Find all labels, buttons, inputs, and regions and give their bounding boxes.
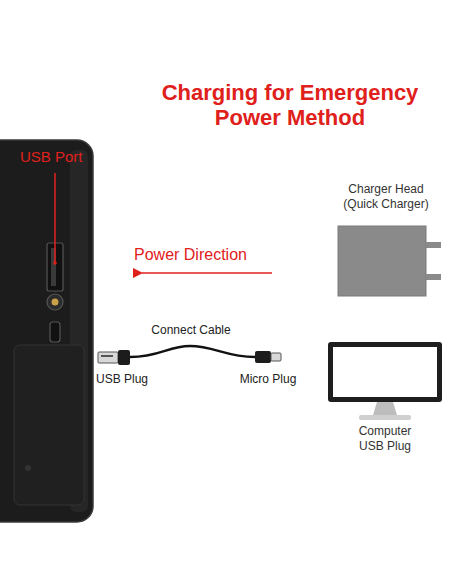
leader-dot [53,261,57,265]
charger-body [338,226,426,296]
micro-plug-metal [271,353,281,361]
monitor-screen [333,347,437,397]
part-label: USB Port [20,148,83,165]
power-bank-body [0,140,93,522]
monitor-frame [328,342,442,402]
charger-node: Charger Head (Quick Charger) [325,182,447,300]
power-direction-arrow [142,272,272,274]
part-label: USB Plug [96,372,148,386]
leader-line [54,173,56,262]
power-button-light [52,299,59,306]
monitor-base [359,415,411,420]
power-bank-cover [14,345,84,505]
part-label: Connect Cable [151,323,230,337]
node-illustration [325,212,447,300]
micro-plug-body [255,351,271,363]
cable [130,346,255,357]
usb-plug-body [118,350,130,365]
part-label: Micro Plug [240,372,297,386]
power-button [47,294,63,310]
title: Charging for Emergency Power Method [145,80,435,130]
power-bank-mark [25,465,31,471]
node-label: Computer USB Plug [348,424,423,454]
node-label: Charger Head (Quick Charger) [339,182,434,212]
charger-prong [426,274,441,280]
monitor-neck [373,402,397,415]
charger-prong [426,242,441,248]
usb-plug-slot [101,355,113,357]
micro-port [50,322,60,342]
usb-plug-metal [98,352,118,363]
node-illustration [323,340,447,424]
direction-label: Power Direction [134,246,247,264]
computer-node: Computer USB Plug [323,340,447,454]
